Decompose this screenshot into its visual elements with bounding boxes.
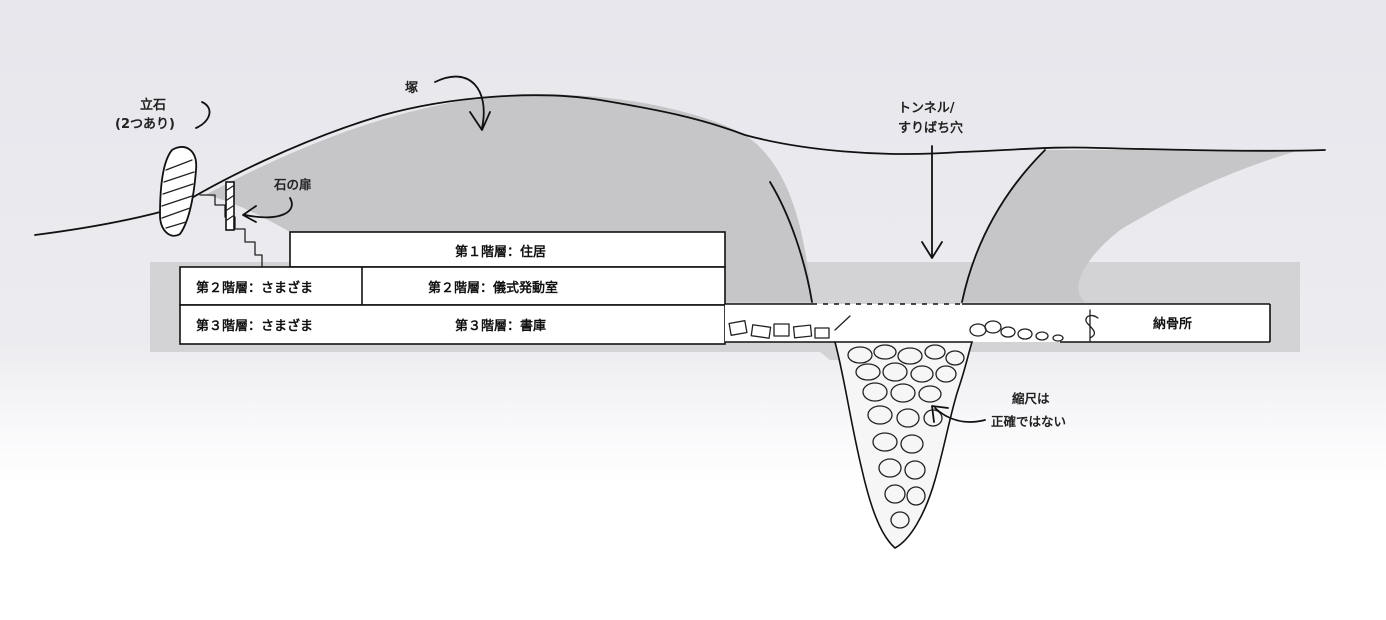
treasure-mark [1085, 309, 1099, 343]
tunnel-arrow [921, 145, 943, 259]
mound-fill [205, 94, 812, 302]
pit-funnel [833, 341, 974, 549]
label-tunnel-line1: トンネル/ [898, 101, 955, 116]
right-hill-fill [962, 150, 1300, 302]
label-mound: 塚 [405, 81, 418, 96]
label-standing-stone-note: (2つあり) [115, 117, 175, 132]
floor2-row [179, 266, 726, 306]
mound-arrow [434, 75, 491, 131]
cell-floor1-main: 第１階層：住居 [455, 244, 546, 260]
label-standing-stone: 立石 [140, 97, 166, 113]
floor-rubble [728, 315, 1064, 342]
scale-arrow [931, 405, 986, 423]
cell-floor2-main: 第２階層：儀式発動室 [428, 280, 558, 296]
cell-floor3-main: 第３階層：書庫 [455, 318, 546, 334]
right-hill-edge [961, 149, 1046, 303]
stairs [199, 194, 263, 267]
stone-door [225, 181, 235, 231]
label-stone-door: 石の扉 [273, 177, 312, 192]
cell-floor2-left: 第２階層：さまざま [196, 280, 313, 296]
cell-floor3-left: 第３階層：さまざま [196, 318, 313, 334]
mound-right-edge [769, 181, 813, 303]
tunnel-band [725, 304, 1270, 342]
ground-outline [34, 94, 1326, 236]
pit-rubble [847, 344, 965, 529]
label-tunnel-line2: すりばち穴 [898, 120, 963, 136]
standing-stone [159, 146, 197, 237]
label-ossuary: 納骨所 [1153, 316, 1192, 332]
label-scale-line1: 縮尺は [1012, 391, 1050, 406]
label-scale-line2: 正確ではない [991, 414, 1066, 429]
floor3-row [179, 304, 726, 345]
standing-stone-arrow [195, 101, 211, 129]
stone-door-arrow [242, 197, 293, 223]
